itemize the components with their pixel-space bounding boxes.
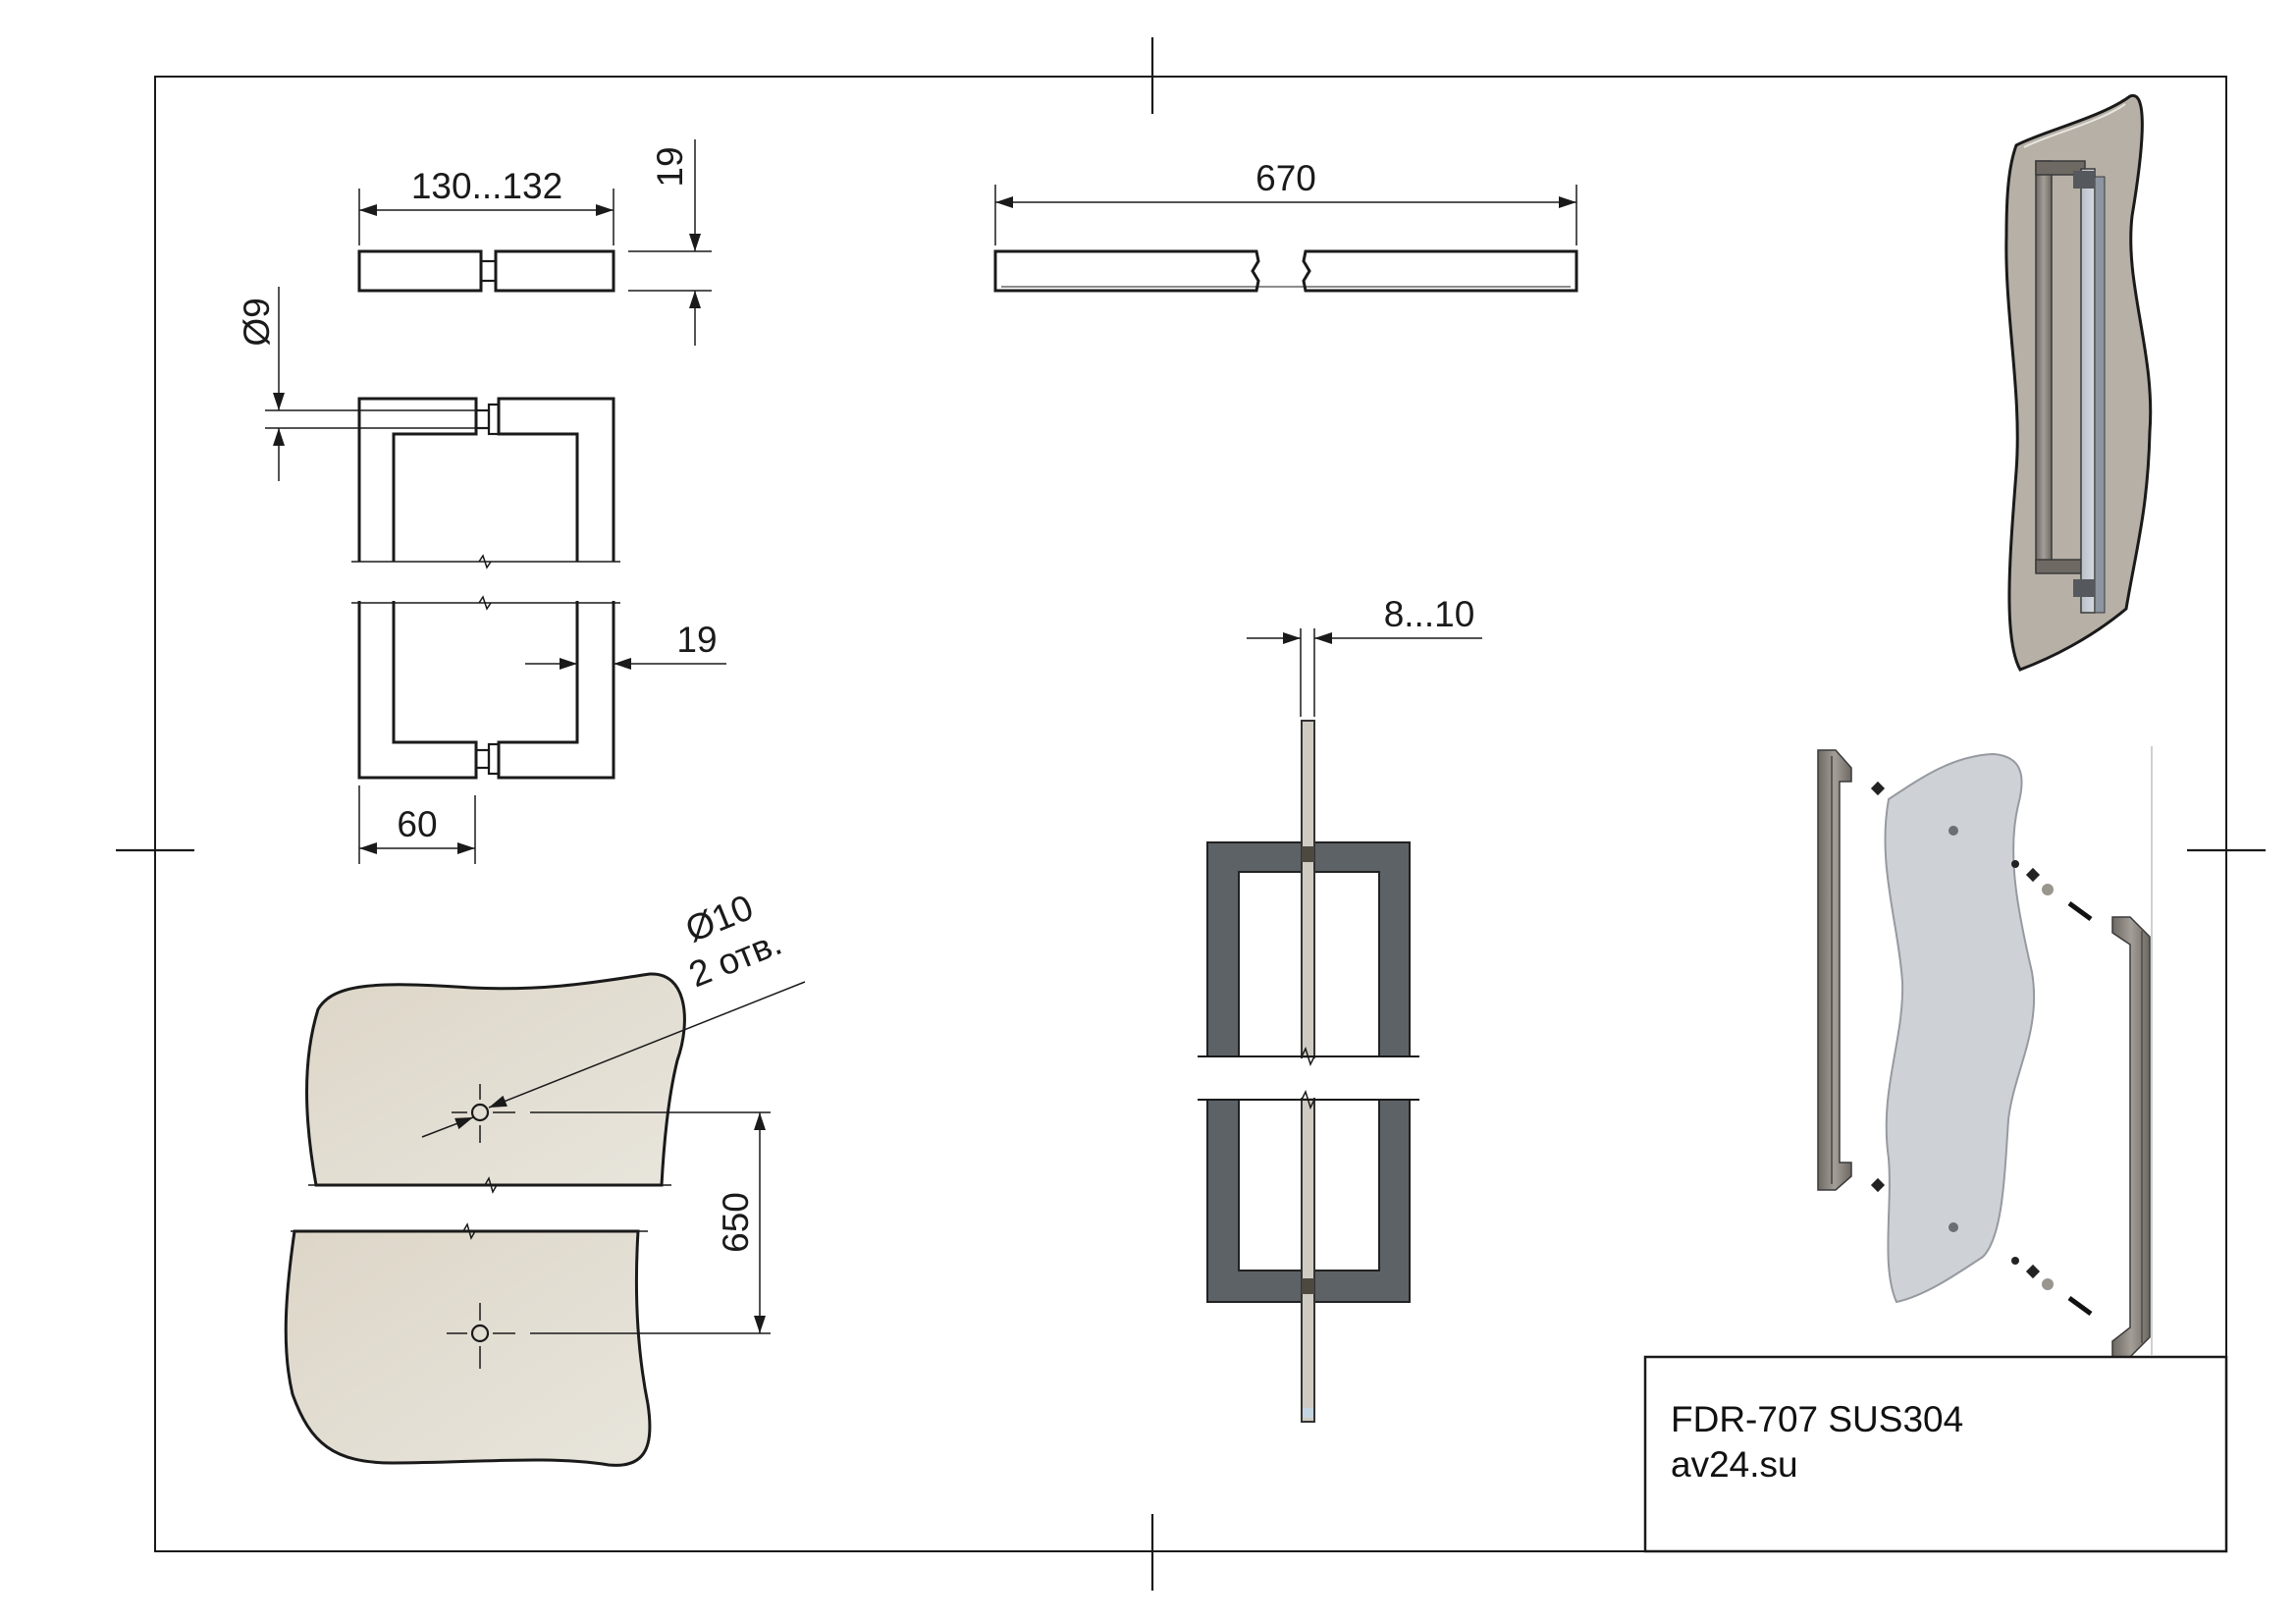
title-site: av24.su xyxy=(1671,1444,1798,1485)
dim-overall-length: 670 xyxy=(1255,158,1316,198)
sheet-frame xyxy=(116,37,2266,1591)
dim-hole-spacing: 650 xyxy=(716,1192,756,1253)
mounted-handle-section xyxy=(1198,628,1482,1423)
render-exploded-assembly xyxy=(1817,746,2153,1358)
render-assembled-handle xyxy=(2004,93,2153,672)
title-model: FDR-707 SUS304 xyxy=(1671,1399,1963,1439)
dim-handle-spacing: 130...132 xyxy=(411,166,562,206)
dim-bar-thickness-front: 19 xyxy=(676,620,717,660)
dim-handle-depth: 60 xyxy=(397,804,437,844)
handle-top-view xyxy=(357,139,712,346)
handle-front-view xyxy=(265,287,726,864)
glass-hole-layout xyxy=(284,972,806,1467)
dim-pin-diameter: Ø9 xyxy=(237,298,277,346)
dim-bar-thickness-side: 19 xyxy=(650,146,690,187)
title-block xyxy=(1643,1355,2228,1553)
dim-glass-thickness: 8...10 xyxy=(1384,594,1475,634)
handle-length-view xyxy=(993,185,1578,293)
